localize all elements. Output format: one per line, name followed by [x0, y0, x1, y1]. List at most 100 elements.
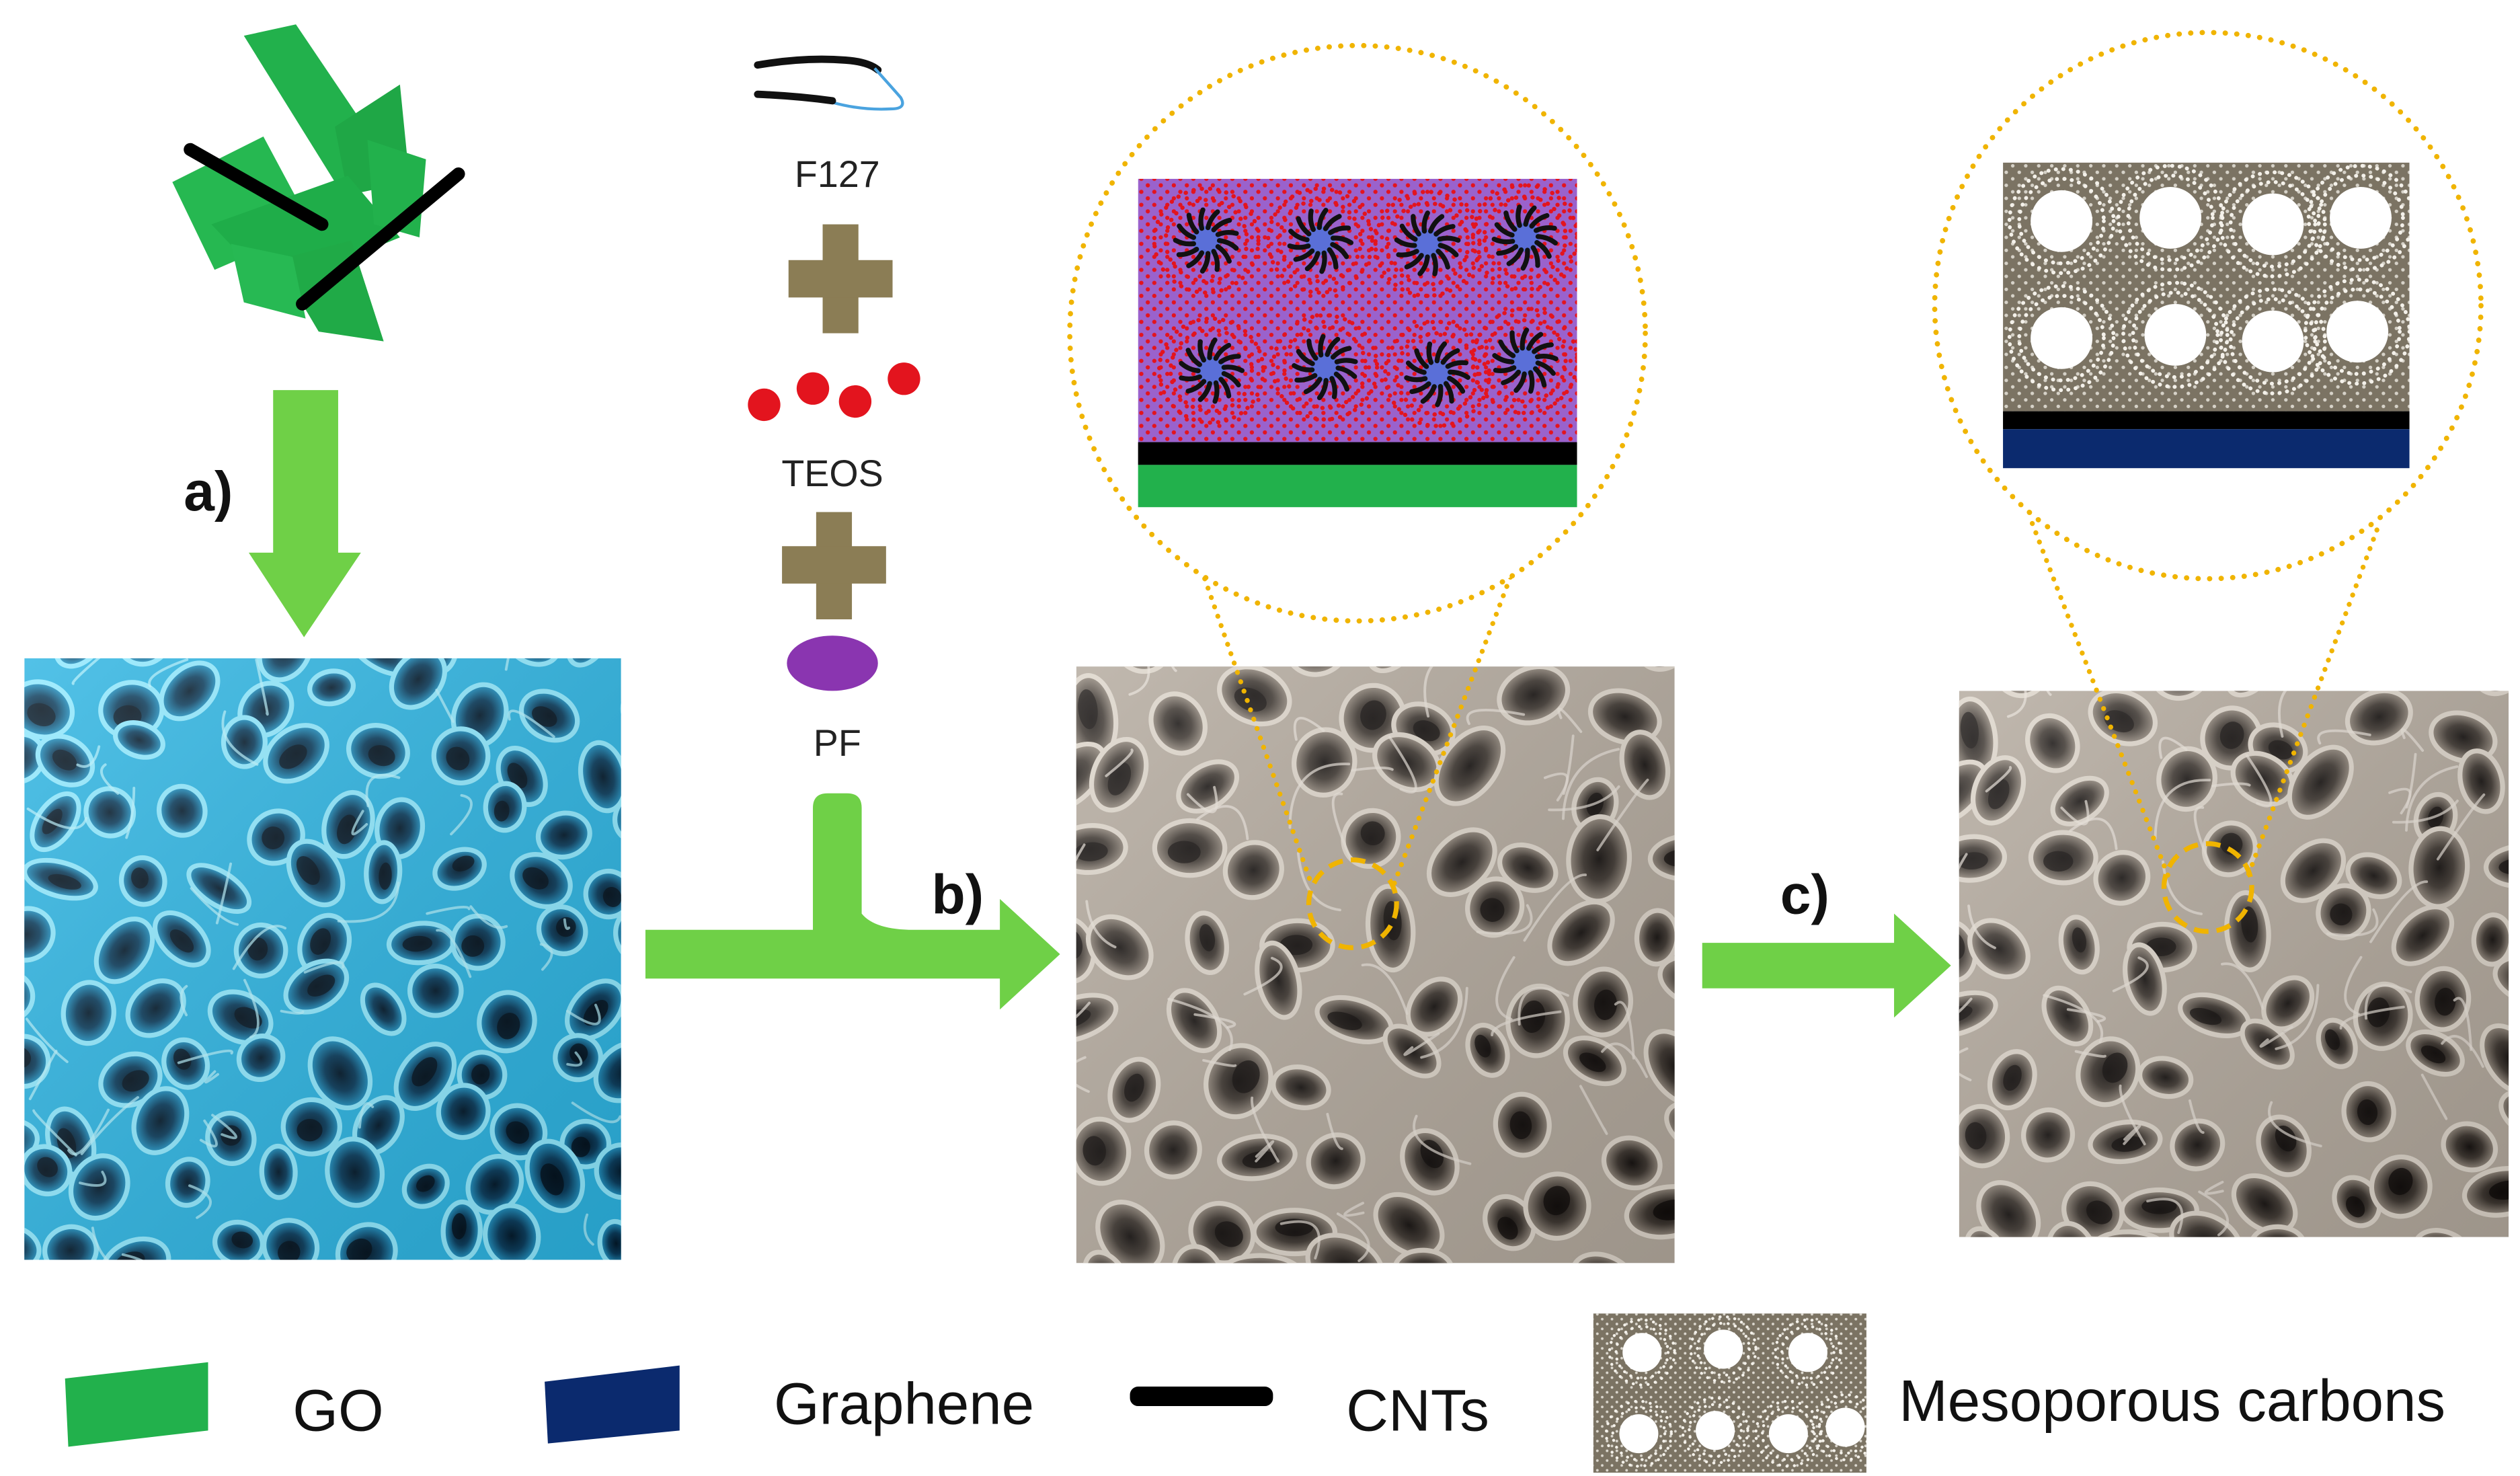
f127-chain: [1293, 248, 1315, 262]
cnt-layer: [2003, 411, 2410, 430]
f127-chain: [1221, 371, 1241, 388]
f127-chain: [1205, 209, 1220, 231]
foam-pore: [1895, 1164, 1951, 1206]
f127-chain: [1296, 216, 1312, 237]
micelle-core: [1413, 229, 1442, 259]
step-a-arrow: [248, 390, 361, 637]
mesopore-ring-outer: [1681, 1396, 1749, 1465]
f127-chain: [1292, 363, 1315, 373]
f127-chain: [1198, 207, 1206, 231]
f127-chain: [1185, 348, 1202, 367]
f127-chain: [1306, 338, 1318, 361]
mesopore-ring-inner: [2131, 290, 2220, 379]
foam-strut: [1018, 1025, 1078, 1093]
f127-chain: [1304, 251, 1321, 272]
foam-pore: [2397, 611, 2468, 694]
foam-sheen: [24, 658, 621, 1260]
f127-chain: [1213, 342, 1232, 361]
mesopore-ring-inner: [1817, 1399, 1866, 1455]
mesopore-void: [1768, 1414, 1808, 1454]
legend-item-go: GO: [65, 1362, 384, 1447]
step-c-label: c): [1780, 865, 1829, 926]
f127-chain: [1197, 381, 1212, 402]
f127-chain: [1323, 214, 1342, 231]
legend-label-mesoporous-carbons: Mesoporous carbons: [1899, 1368, 2445, 1434]
f127-chain: [1420, 384, 1437, 404]
silica-ring-inner: [1277, 198, 1364, 284]
foam-pore: [2510, 724, 2520, 781]
mesopore-ring-outer: [2303, 277, 2410, 386]
f127-chain: [1506, 247, 1524, 266]
f127-chain: [1491, 236, 1515, 245]
f127-chain: [1428, 214, 1445, 234]
zoom-connector: [2246, 527, 2379, 878]
f127-chain: [1445, 360, 1468, 369]
plus-horizontal: [788, 260, 893, 298]
silica-ring-outer: [1470, 183, 1577, 292]
f127-chain: [1211, 249, 1220, 272]
micelle-layer: [1138, 178, 1577, 442]
mesopore-void: [1825, 1407, 1865, 1447]
f127-chain: [1431, 253, 1438, 276]
f127-chain: [1493, 365, 1517, 373]
foam-deep-pore: [2486, 657, 2517, 689]
mesopore-ring-inner: [2228, 297, 2318, 386]
f127-chain: [1316, 207, 1329, 231]
f127-chain: [1215, 230, 1239, 237]
silica-ring-inner: [1163, 198, 1249, 284]
mesopore-array: [2007, 163, 2410, 395]
foam-pore: [1114, 666, 1171, 669]
foam-deep-pore: [1536, 1277, 1576, 1316]
f127-chain: [1433, 224, 1456, 237]
mesoporous-swatch: [1593, 1313, 1866, 1473]
f127-chain: [1173, 237, 1196, 247]
step-c-arrow: [1702, 913, 1951, 1018]
foam-pore: [1507, 1259, 1591, 1341]
cnt-layer: [1138, 442, 1577, 465]
silica-ring-inner: [1282, 324, 1368, 410]
mesopore-void: [1696, 1411, 1735, 1450]
foam-pore: [1024, 1031, 1071, 1087]
mesopore-ring-outer: [2007, 284, 2116, 393]
foam-deep-pore: [1567, 596, 1603, 640]
f127-chain: [1221, 364, 1245, 373]
f127-chain: [1532, 342, 1554, 354]
foam-deep-pore: [1225, 610, 1250, 640]
f127-chain: [1520, 327, 1530, 351]
micelle-core: [1191, 226, 1221, 256]
graphene-swatch: [545, 1365, 680, 1444]
foam-strut: [1501, 1253, 1598, 1348]
micelle-core: [1305, 226, 1335, 256]
f127-chain: [1212, 380, 1220, 404]
f127-chain: [1434, 341, 1448, 364]
go-cnt-cluster: [172, 24, 465, 342]
foam-deep-pore: [1019, 1194, 1049, 1215]
foam-strut: [1546, 574, 1637, 676]
f127-chain: [1215, 244, 1232, 264]
mesopore-ring-outer: [2121, 280, 2230, 389]
f127-chain: [1186, 212, 1199, 235]
plus-icon: [782, 512, 886, 620]
f127-chain: [1303, 377, 1323, 395]
mesoporous-layer: [2003, 162, 2410, 412]
silica-ring-outer: [1271, 313, 1380, 422]
foam-strut: [1889, 1158, 1957, 1212]
silica-ring-outer: [1156, 316, 1265, 425]
silica-ring-outer: [1373, 190, 1482, 299]
teos-dot: [888, 362, 920, 395]
micelle: [1271, 313, 1380, 422]
mesopore: [2303, 277, 2410, 386]
f127-chain: [1417, 254, 1430, 276]
f127-chain: [1218, 354, 1241, 364]
silica-ring-outer: [1470, 307, 1577, 416]
mesopore-void: [2031, 190, 2093, 252]
foam-strut: [2348, 1229, 2438, 1317]
f127-chain: [1396, 249, 1419, 258]
f127-chain: [1494, 222, 1515, 238]
mesopore-ring-inner: [1780, 1325, 1836, 1381]
f127-chain: [1443, 381, 1454, 404]
mesopore-ring-outer: [2007, 167, 2116, 276]
mesopore-ring-outer: [2219, 287, 2327, 395]
f127-chain: [1328, 225, 1351, 235]
